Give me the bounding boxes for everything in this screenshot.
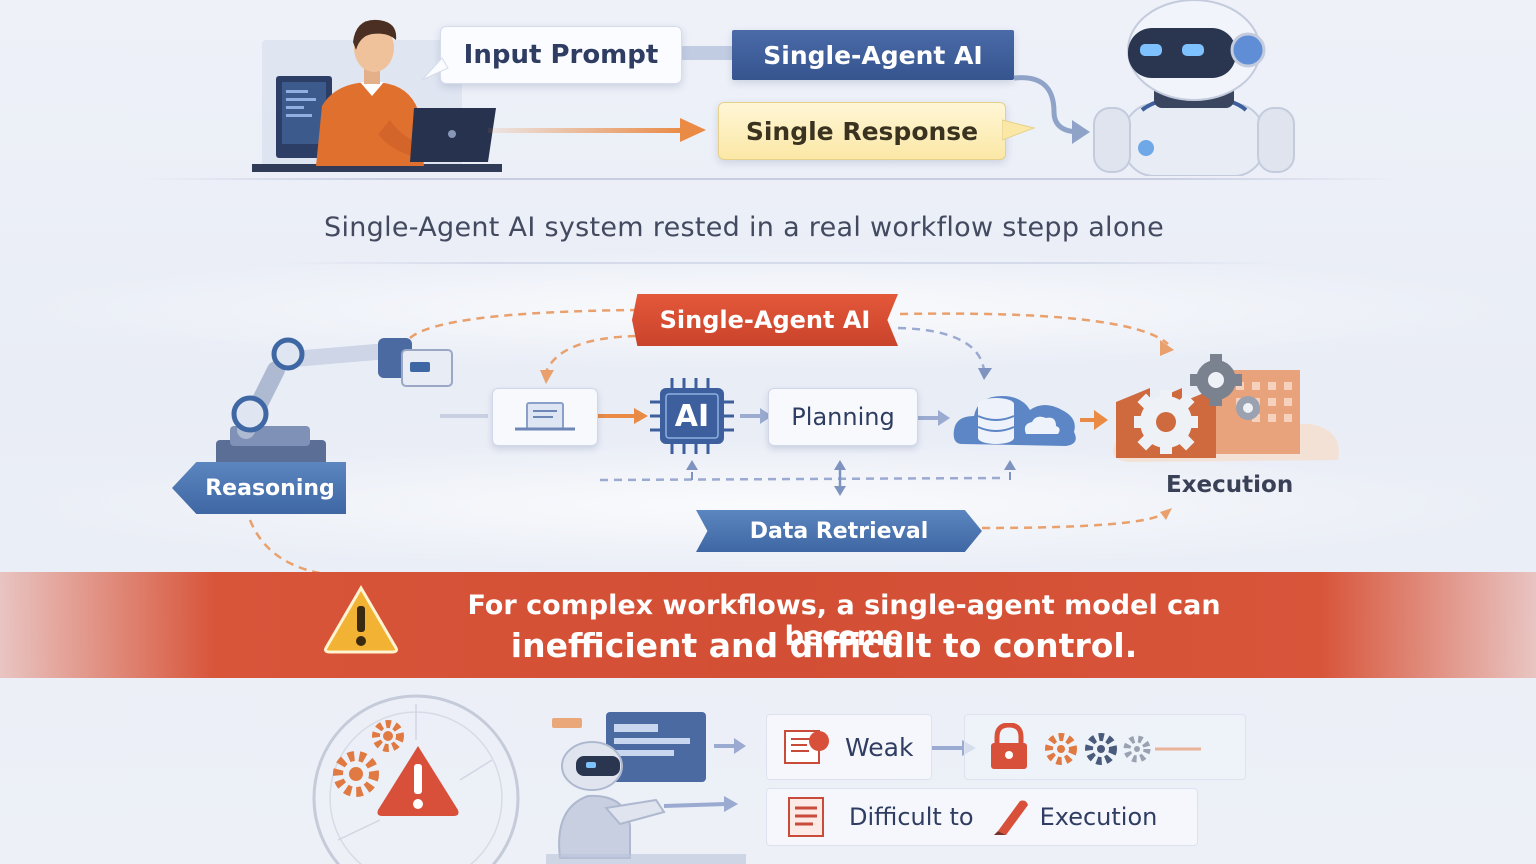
person-at-laptop-icon (252, 19, 502, 172)
connector-bar (682, 46, 734, 60)
single-agent-ribbon-label: Single-Agent AI (659, 306, 871, 334)
data-retrieval-label: Data Retrieval (749, 518, 929, 544)
reasoning-text: Reasoning (205, 475, 335, 501)
single-agent-label: Single-Agent AI (763, 40, 983, 70)
assistant-robot-icon (546, 712, 746, 864)
robotic-arm-icon (216, 337, 453, 466)
warning-line-1: For complex workflows, a single-agent mo… (467, 590, 1221, 652)
section-caption: Single-Agent AI system rested in a real … (324, 212, 1164, 243)
document-icon (788, 797, 824, 837)
pencil-icon (993, 800, 1028, 835)
single-response-label: Single Response (745, 116, 979, 146)
warning-icon (324, 585, 398, 654)
robot-icon (1093, 0, 1295, 176)
document-icon (515, 402, 575, 431)
document-warning-icon (784, 730, 829, 764)
single-agent-ribbon: Single-Agent AI (632, 294, 898, 346)
lock-icon (991, 723, 1201, 769)
input-prompt-label: Input Prompt (463, 40, 659, 70)
weak-card: Weak (766, 714, 932, 780)
document-node (492, 388, 598, 446)
planning-label: Planning (791, 403, 895, 431)
ai-chip-icon (650, 378, 734, 454)
single-response-card: Single Response (718, 102, 1006, 160)
dial-warning-icon (312, 694, 520, 864)
lock-gears-card (964, 714, 1246, 780)
weak-label: Weak (845, 732, 914, 762)
ai-chip-label: AI (674, 398, 710, 434)
bubble-tail (421, 57, 449, 81)
response-tail (1002, 119, 1036, 141)
warning-line-2: inefficient and difficult to control. (510, 626, 1138, 665)
single-agent-card: Single-Agent AI (732, 30, 1014, 80)
execution-bottom-label: Execution (1039, 803, 1158, 831)
top-divider (140, 178, 1400, 180)
gear-icon (372, 720, 404, 752)
data-retrieval-ribbon: Data Retrieval (696, 510, 982, 552)
database-cloud-icon (953, 396, 1076, 446)
caption-divider (280, 262, 1280, 264)
orange-arrow (488, 118, 706, 142)
factory-gears-icon (1113, 354, 1339, 462)
warning-banner (0, 572, 1536, 678)
planning-node: Planning (768, 388, 918, 446)
input-prompt-bubble: Input Prompt (440, 26, 682, 84)
difficult-label: Difficult to (849, 803, 974, 831)
difficult-card: Difficult to Execution (766, 788, 1198, 846)
reasoning-label: Reasoning (172, 462, 346, 514)
arrow-to-robot (1013, 75, 1090, 144)
execution-label: Execution (1166, 472, 1294, 498)
ai-chip-node: AI (648, 376, 738, 456)
